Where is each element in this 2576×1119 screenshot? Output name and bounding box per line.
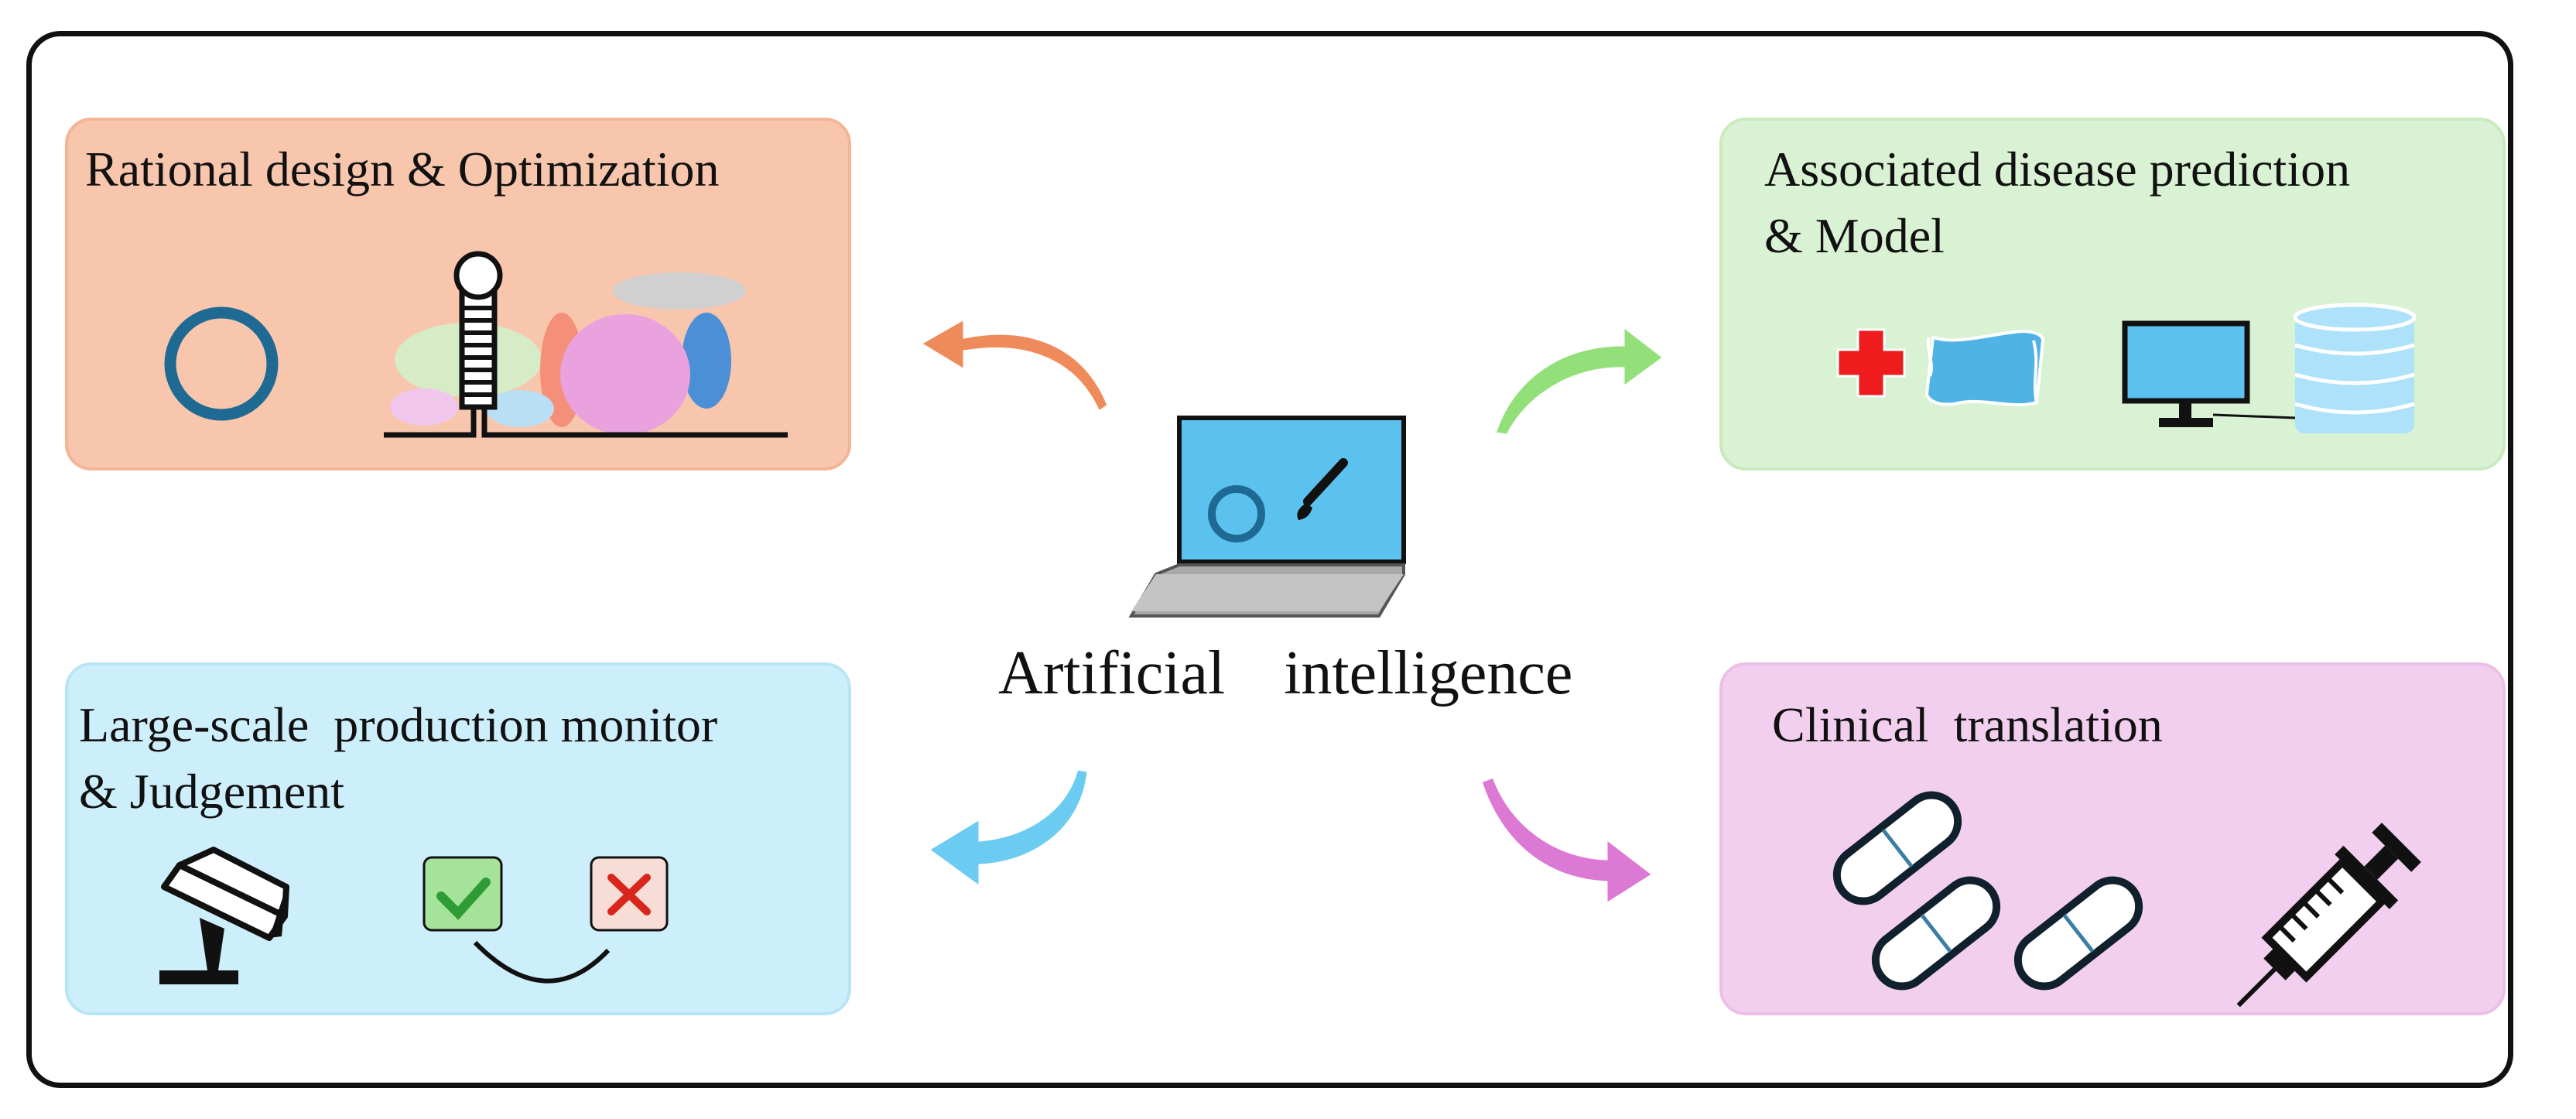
center-label-artificial-intelligence: Artificial intelligence bbox=[998, 639, 1573, 707]
camera-icon bbox=[159, 847, 289, 984]
capsule-icon bbox=[1832, 791, 2143, 991]
panel-clinical-translation: Clinical translation bbox=[1719, 662, 2506, 1015]
cross-icon bbox=[590, 856, 669, 932]
rna-hairpin-protein-complex-icon bbox=[384, 251, 788, 438]
check-icon bbox=[422, 856, 503, 932]
monitor-icon bbox=[2122, 320, 2296, 427]
database-icon bbox=[2293, 303, 2417, 433]
arrow-to-clinical-translation bbox=[1480, 775, 1655, 906]
panel-production-monitor: Large-scale production monitor & Judgeme… bbox=[65, 662, 851, 1015]
circular-rna-icon bbox=[164, 306, 279, 421]
medical-cross-icon bbox=[1836, 328, 1906, 398]
judgement-curve bbox=[473, 940, 611, 984]
tissue-icon bbox=[1924, 329, 2045, 407]
panel-title-production-line2: & Judgement bbox=[79, 764, 345, 819]
panel-title-production-line1: Large-scale production monitor bbox=[79, 697, 718, 752]
panel-title-disease-line1: Associated disease prediction bbox=[1764, 142, 2351, 197]
panel-title-clinical: Clinical translation bbox=[1772, 697, 2163, 752]
panel-title-rational-design: Rational design & Optimization bbox=[85, 142, 720, 197]
arrow-to-rational-design bbox=[919, 317, 1110, 414]
syringe-icon bbox=[2236, 823, 2421, 1008]
arrow-to-production-monitor bbox=[926, 768, 1090, 889]
panel-title-disease-line2: & Model bbox=[1764, 208, 1945, 263]
laptop-icon bbox=[1128, 416, 1406, 618]
arrow-to-disease-prediction bbox=[1493, 323, 1666, 436]
